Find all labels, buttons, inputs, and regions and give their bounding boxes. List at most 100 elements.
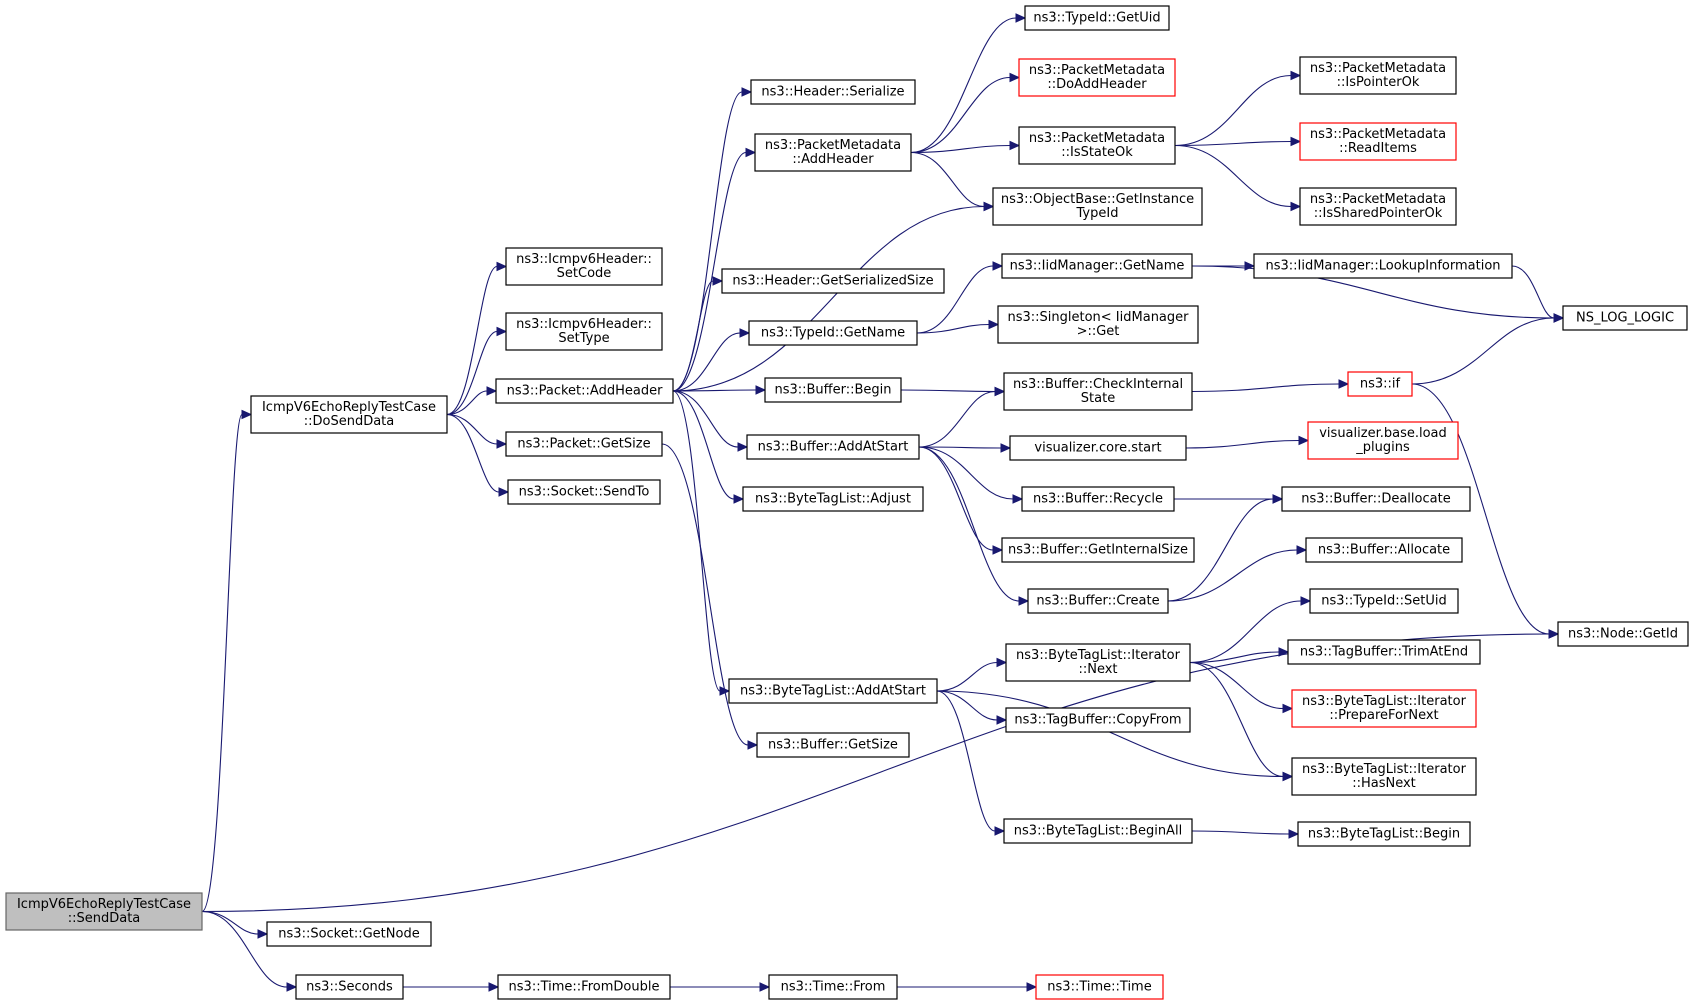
arrowhead-icon <box>1018 596 1030 606</box>
arrowhead-icon <box>983 201 995 212</box>
node-box <box>746 434 920 460</box>
edge-btl-iter-next-to-btl-iter-has-next <box>1189 661 1284 778</box>
node-buf-get-size[interactable]: ns3::Buffer::GetSize <box>756 732 910 758</box>
node-singleton-get[interactable]: ns3::Singleton< IidManager>::Get <box>997 305 1199 344</box>
edge-do-send-data-to-pkt-add-header <box>446 390 488 416</box>
node-buf-deallocate[interactable]: ns3::Buffer::Deallocate <box>1281 486 1471 512</box>
node-btl-begin[interactable]: ns3::ByteTagList::Begin <box>1297 821 1471 847</box>
node-box <box>1018 58 1176 97</box>
arrowhead-icon <box>737 442 749 452</box>
node-label: ::Next <box>1078 662 1117 677</box>
node-label: ns3::TypeId::SetUid <box>1321 594 1446 609</box>
arrowhead-icon <box>1296 545 1308 555</box>
node-type-id-set-uid[interactable]: ns3::TypeId::SetUid <box>1309 588 1459 614</box>
node-buf-add-at-start[interactable]: ns3::Buffer::AddAtStart <box>746 434 920 460</box>
node-box <box>1307 421 1459 460</box>
node-buf-allocate[interactable]: ns3::Buffer::Allocate <box>1305 537 1463 563</box>
node-box <box>505 312 663 351</box>
edge-pkt-add-header-to-ob-get-inst-type-id <box>672 205 985 392</box>
node-viz-core-start[interactable]: visualizer.core.start <box>1009 435 1187 461</box>
node-box <box>748 320 918 346</box>
node-label: ns3::Seconds <box>306 980 393 995</box>
node-node-get-id[interactable]: ns3::Node::GetId <box>1557 621 1689 647</box>
node-pm-add-header[interactable]: ns3::PacketMetadata::AddHeader <box>754 133 912 172</box>
node-btl-iter-has-next[interactable]: ns3::ByteTagList::Iterator::HasNext <box>1291 757 1477 796</box>
edge-ns3if-to-node-get-id <box>1411 383 1550 635</box>
arrowhead-icon <box>1290 70 1302 81</box>
node-time-time[interactable]: ns3::Time::Time <box>1035 974 1164 1000</box>
node-pkt-add-header[interactable]: ns3::Packet::AddHeader <box>495 378 674 404</box>
node-time-from-double[interactable]: ns3::Time::FromDouble <box>497 974 671 1000</box>
node-ns3if[interactable]: ns3::if <box>1347 371 1413 397</box>
node-btl-add-at-start[interactable]: ns3::ByteTagList::AddAtStart <box>728 678 938 704</box>
node-btl-begin-all[interactable]: ns3::ByteTagList::BeginAll <box>1003 818 1193 844</box>
node-box <box>997 305 1199 344</box>
arrowhead-icon <box>755 385 767 395</box>
node-do-send-data[interactable]: IcmpV6EchoReplyTestCase::DoSendData <box>250 395 448 434</box>
node-pm-is-shared-pointer-ok[interactable]: ns3::PacketMetadata::IsSharedPointerOk <box>1299 187 1457 226</box>
node-box <box>1291 757 1477 796</box>
node-label: ns3::Socket::SendTo <box>519 485 650 500</box>
arrowhead-icon <box>488 982 500 992</box>
node-tb-copy-from[interactable]: ns3::TagBuffer::CopyFrom <box>1005 707 1191 733</box>
edge-pm-add-header-to-ob-get-inst-type-id <box>910 151 985 208</box>
node-btl-iter-prepare[interactable]: ns3::ByteTagList::Iterator::PrepareForNe… <box>1291 689 1477 728</box>
node-box <box>1281 486 1471 512</box>
node-buf-recycle[interactable]: ns3::Buffer::Recycle <box>1021 486 1175 512</box>
node-send-data[interactable]: IcmpV6EchoReplyTestCase::SendData <box>5 892 203 931</box>
edge-pm-add-header-to-type-id-get-uid <box>910 17 1017 154</box>
edge-pkt-add-header-to-hdr-get-ser-size <box>672 280 714 392</box>
node-iid-get-name[interactable]: ns3::IidManager::GetName <box>1001 253 1193 279</box>
node-set-code[interactable]: ns3::Icmpv6Header::SetCode <box>505 247 663 286</box>
edge-btl-add-at-start-to-btl-iter-has-next <box>936 690 1284 778</box>
node-btl-iter-next[interactable]: ns3::ByteTagList::Iterator::Next <box>1005 643 1191 682</box>
node-pkt-get-size[interactable]: ns3::Packet::GetSize <box>505 431 663 457</box>
node-label: _plugins <box>1355 440 1410 455</box>
arrowhead-icon <box>1000 443 1012 453</box>
node-hdr-serialize[interactable]: ns3::Header::Serialize <box>750 79 916 105</box>
node-btl-adjust[interactable]: ns3::ByteTagList::Adjust <box>742 486 924 512</box>
node-label: ns3::ObjectBase::GetInstance <box>1001 192 1194 207</box>
edge-viz-core-start-to-viz-load-plugins <box>1185 439 1300 449</box>
node-time-from[interactable]: ns3::Time::From <box>768 974 898 1000</box>
node-pm-is-state-ok[interactable]: ns3::PacketMetadata::IsStateOk <box>1018 126 1176 165</box>
node-seconds[interactable]: ns3::Seconds <box>295 974 404 1000</box>
node-box <box>495 378 674 404</box>
node-iid-lookup-info[interactable]: ns3::IidManager::LookupInformation <box>1253 253 1513 279</box>
node-pm-read-items[interactable]: ns3::PacketMetadata::ReadItems <box>1299 122 1457 161</box>
node-label: ns3::Time::Time <box>1047 980 1151 995</box>
node-hdr-get-ser-size[interactable]: ns3::Header::GetSerializedSize <box>721 268 945 294</box>
node-type-id-get-uid[interactable]: ns3::TypeId::GetUid <box>1024 5 1170 31</box>
node-box <box>764 377 902 403</box>
edge-pkt-add-header-to-btl-add-at-start <box>672 390 721 692</box>
node-box <box>1305 537 1463 563</box>
edge-pkt-get-size-to-buf-get-size <box>661 443 749 746</box>
node-label: ::SendData <box>68 911 141 926</box>
node-tb-trim-at-end[interactable]: ns3::TagBuffer::TrimAtEnd <box>1287 639 1481 665</box>
arrowhead-icon <box>1272 494 1284 504</box>
node-sock-get-node[interactable]: ns3::Socket::GetNode <box>266 921 432 947</box>
node-label: ns3::TagBuffer::CopyFrom <box>1014 713 1181 728</box>
node-viz-load-plugins[interactable]: visualizer.base.load_plugins <box>1307 421 1459 460</box>
node-ns-log-logic[interactable]: NS_LOG_LOGIC <box>1562 305 1688 331</box>
node-type-id-get-name[interactable]: ns3::TypeId::GetName <box>748 320 918 346</box>
node-box <box>497 974 671 1000</box>
node-label: ns3::ByteTagList::Adjust <box>755 492 911 507</box>
node-pm-is-pointer-ok[interactable]: ns3::PacketMetadata::IsPointerOk <box>1299 56 1457 95</box>
node-buf-begin[interactable]: ns3::Buffer::Begin <box>764 377 902 403</box>
node-label: NS_LOG_LOGIC <box>1576 311 1674 326</box>
node-sock-send-to[interactable]: ns3::Socket::SendTo <box>507 479 661 505</box>
node-box <box>1024 5 1170 31</box>
node-buf-create[interactable]: ns3::Buffer::Create <box>1027 588 1169 614</box>
node-set-type[interactable]: ns3::Icmpv6Header::SetType <box>505 312 663 351</box>
node-buf-get-internal-size[interactable]: ns3::Buffer::GetInternalSize <box>1001 537 1195 563</box>
edge-pm-add-header-to-pm-do-add-header <box>910 76 1011 154</box>
node-label: ns3::TagBuffer::TrimAtEnd <box>1300 645 1468 660</box>
arrowhead-icon <box>712 276 724 286</box>
arrowhead-icon <box>1290 201 1302 212</box>
node-pm-do-add-header[interactable]: ns3::PacketMetadata::DoAddHeader <box>1018 58 1176 97</box>
edge-pkt-add-header-to-buf-begin <box>672 389 757 392</box>
